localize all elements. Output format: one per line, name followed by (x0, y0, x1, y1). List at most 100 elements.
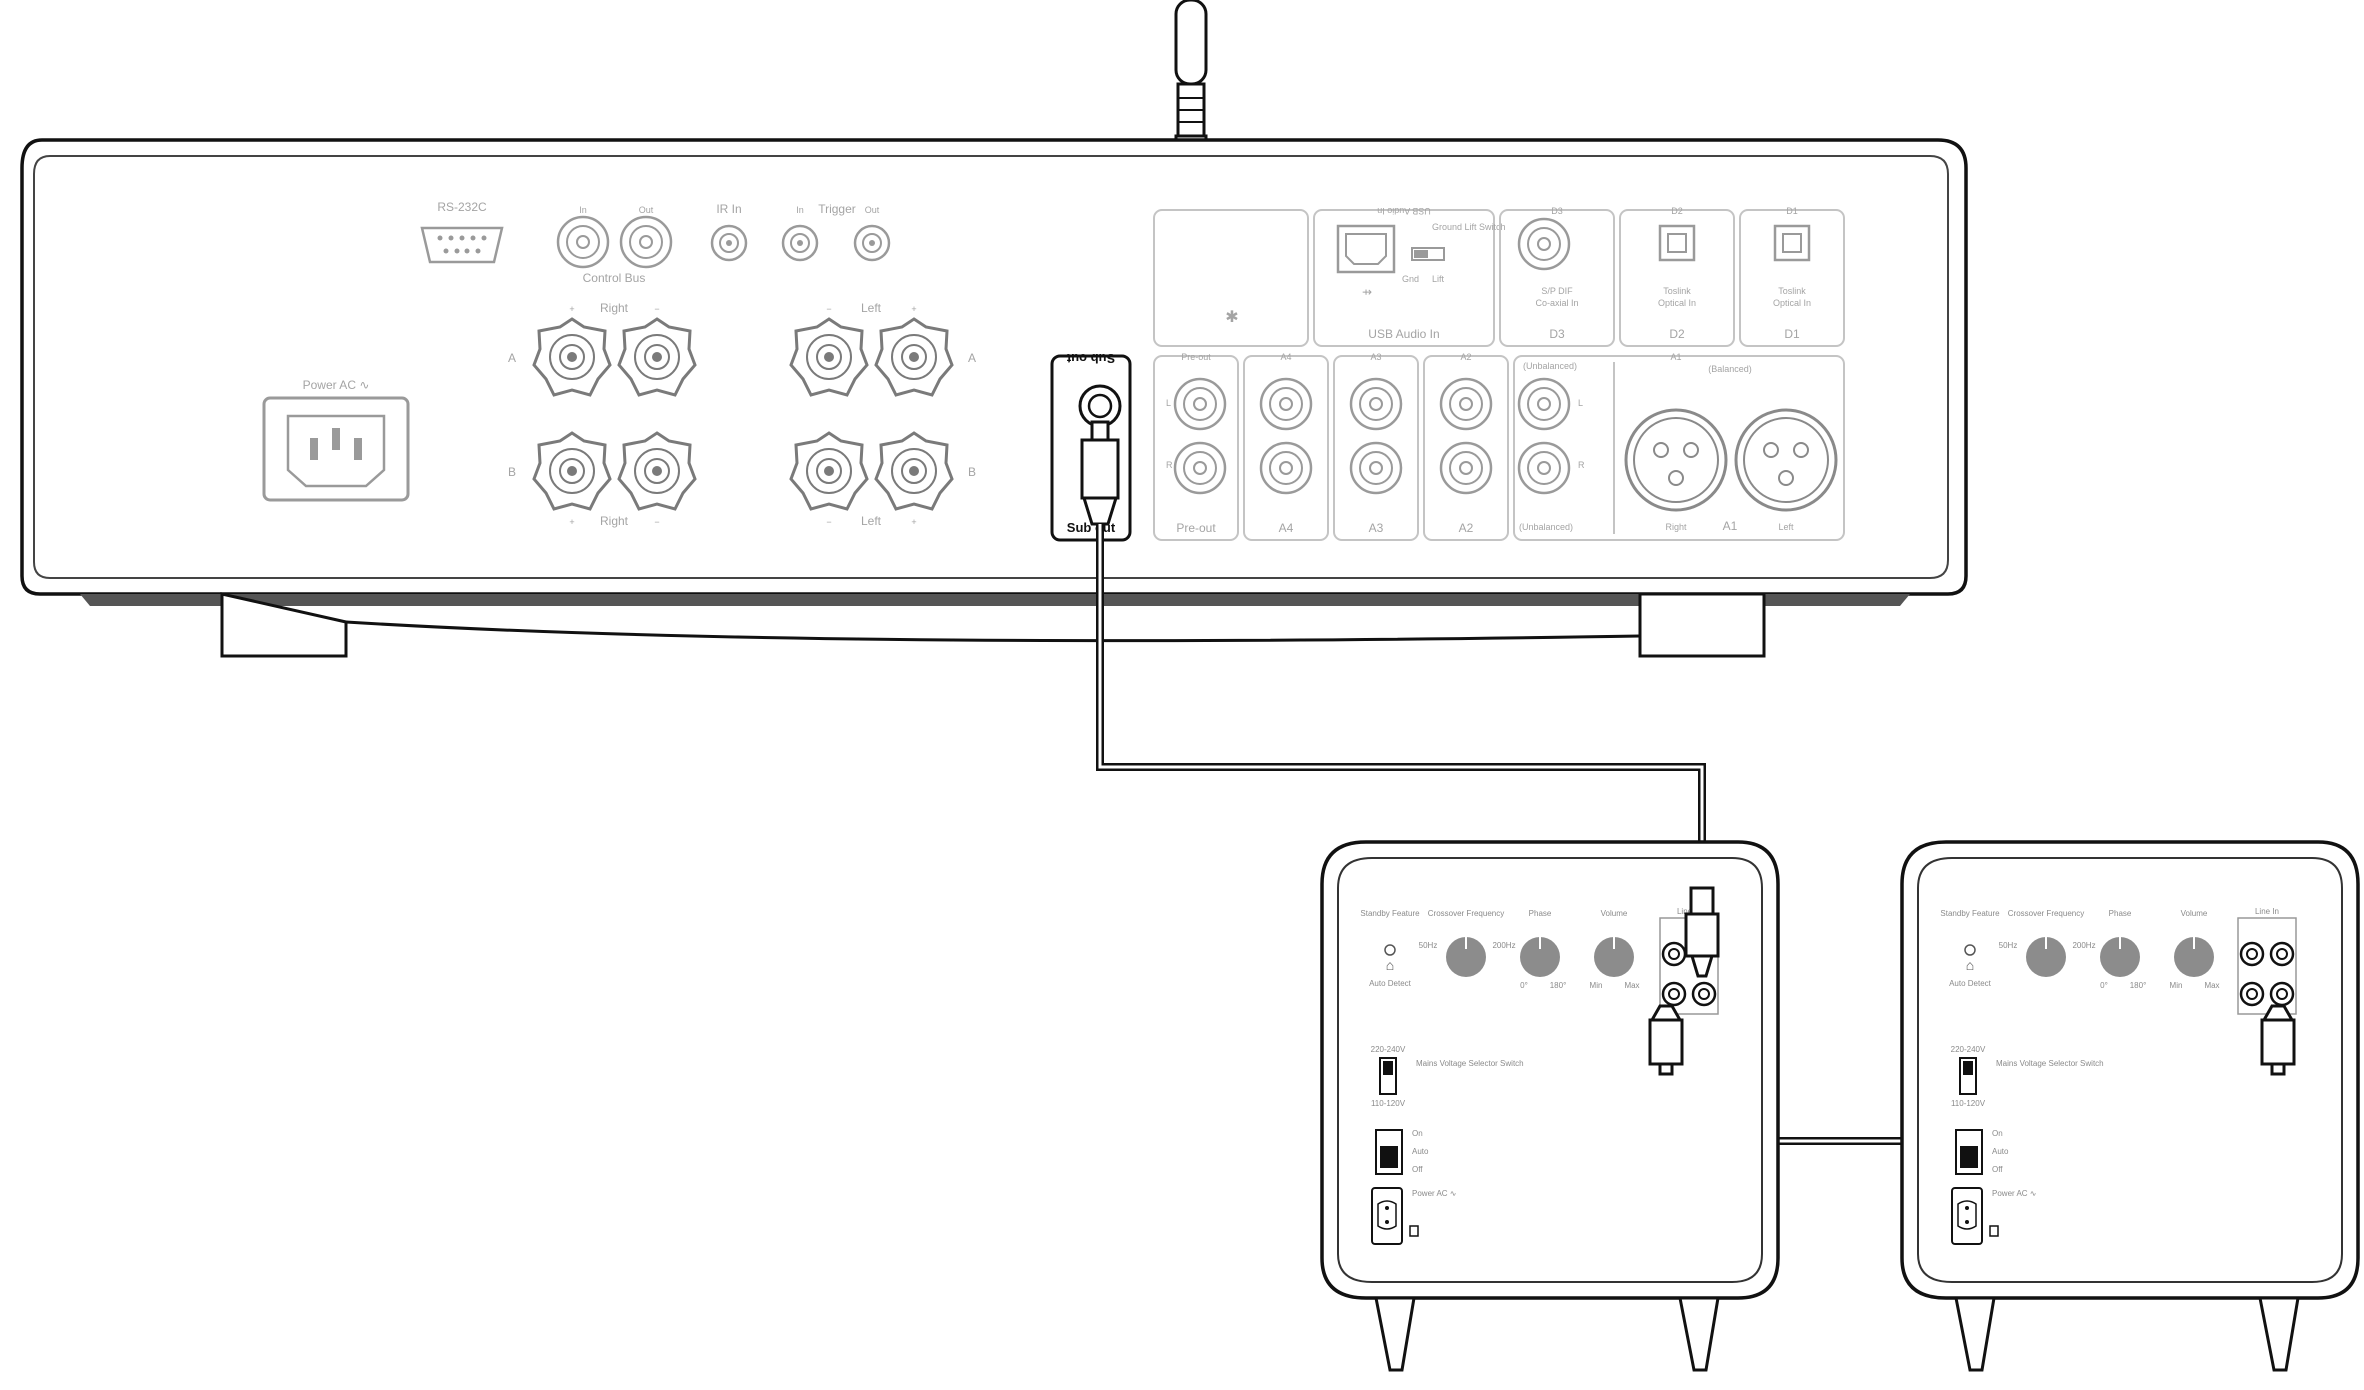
sub2-vol-min: Min (2170, 981, 2183, 990)
sub2-power-inlet[interactable] (1951, 1187, 1983, 1245)
sub2-line-in-left-jack-2[interactable] (2269, 941, 2295, 967)
sub2-line-in-right-jack[interactable] (2239, 981, 2265, 1007)
sub2-vol-max: Max (2204, 981, 2219, 990)
rs232-port[interactable] (420, 226, 504, 264)
a4-right-jack[interactable] (1259, 441, 1313, 495)
sub1-volume-knob[interactable] (1593, 936, 1635, 978)
usb-icon: ⇸ (1362, 285, 1372, 299)
ground-lift-label: Ground Lift Switch (1432, 222, 1506, 232)
sub1-off-label: Off (1412, 1165, 1423, 1174)
trigger-out-label: Out (865, 205, 880, 215)
sub2-line-in-left-jack[interactable] (2239, 941, 2265, 967)
trigger-in-jack[interactable] (781, 224, 819, 262)
speaker-left-label-bottom: Left (861, 514, 882, 528)
a4-label: A4 (1279, 521, 1294, 535)
d3-coaxial-jack[interactable] (1517, 217, 1571, 271)
sub1-line-out-jack[interactable] (1691, 981, 1717, 1007)
d2-footer: D2 (1669, 327, 1685, 341)
control-bus-in-jack[interactable] (556, 215, 610, 269)
a3-left-jack[interactable] (1349, 377, 1403, 431)
ir-in-label: IR In (716, 202, 741, 216)
control-bus-out-jack[interactable] (619, 215, 673, 269)
sub1-output-plug (1648, 1004, 1684, 1076)
a1-xlr-right[interactable] (1624, 408, 1728, 512)
sub-out-jack[interactable] (1078, 384, 1122, 428)
sub2-230v-label: 220-240V (1951, 1045, 1986, 1054)
a1-unbalanced-right-jack[interactable] (1517, 441, 1571, 495)
right-minus-label-bottom: − (654, 517, 659, 527)
preout-right-jack[interactable] (1173, 441, 1227, 495)
xlr-right-label: Right (1665, 522, 1687, 532)
sub1-line-in-right-jack[interactable] (1661, 981, 1687, 1007)
usb-audio-in-label: USB Audio In (1368, 327, 1439, 341)
a3-right-jack[interactable] (1349, 441, 1403, 495)
sub2-voltage-label: Mains Voltage Selector Switch (1996, 1059, 2104, 1068)
sub1-voltage-label: Mains Voltage Selector Switch (1416, 1059, 1524, 1068)
bluetooth-icon: ✱ (1225, 309, 1238, 326)
sub1-standby-label: Standby Feature (1360, 909, 1420, 918)
control-bus-in-label: In (579, 205, 587, 215)
d2-optical-port[interactable] (1658, 224, 1696, 262)
speaker-right-label-top: Right (600, 301, 629, 315)
usb-audio-section (1313, 209, 1495, 347)
a2-left-jack[interactable] (1439, 377, 1493, 431)
sub2-auto-label: Auto (1992, 1147, 2009, 1156)
a1-unbalanced-left-jack[interactable] (1517, 377, 1571, 431)
amplifier-rear-panel: RS-232C In Out Control Bus IR In In Trig… (20, 0, 1968, 658)
a2-section (1423, 355, 1509, 541)
trigger-out-jack[interactable] (853, 224, 891, 262)
sub1-crossover-knob[interactable] (1445, 936, 1487, 978)
amplifier-foot-right (1638, 592, 1766, 658)
a4-section (1243, 355, 1329, 541)
sub2-crossover-label: Crossover Frequency (2008, 909, 2084, 918)
sub1-freq-min: 50Hz (1419, 941, 1438, 950)
a1-l-label: L (1578, 398, 1583, 408)
left-minus-label: − (826, 304, 831, 314)
trigger-label: Trigger (818, 202, 856, 216)
lift-label: Lift (1432, 274, 1445, 284)
right-plus-label-bottom: + (569, 517, 574, 527)
ir-in-jack[interactable] (710, 224, 748, 262)
sub-cable-1 (1080, 420, 1706, 888)
sub2-freq-max: 200Hz (2072, 941, 2095, 950)
gnd-label: Gnd (1402, 274, 1419, 284)
speaker-b-label-left: B (968, 465, 976, 479)
sub2-standby-label: Standby Feature (1940, 909, 2000, 918)
sub2-phase-knob[interactable] (2099, 936, 2141, 978)
sub1-standby-led (1384, 944, 1396, 956)
sub1-power-inlet[interactable] (1371, 1187, 1403, 1245)
sub1-line-in-left-jack[interactable] (1661, 941, 1687, 967)
d1-optical-port[interactable] (1773, 224, 1811, 262)
speaker-a-label-right: A (508, 351, 516, 365)
preout-label: Pre-out (1176, 521, 1216, 535)
sub2-phase-180: 180° (2130, 981, 2147, 990)
preout-l-label: L (1166, 398, 1171, 408)
subwoofer-2: Standby Feature ⌂ Auto Detect Crossover … (1900, 840, 2360, 1372)
sub1-phase-180: 180° (1550, 981, 1567, 990)
speaker-a-label-left: A (968, 351, 976, 365)
right-minus-label: − (654, 304, 659, 314)
sub2-crossover-knob[interactable] (2025, 936, 2067, 978)
d3-footer: D3 (1549, 327, 1565, 341)
sub1-vol-max: Max (1624, 981, 1639, 990)
sub2-on-label: On (1992, 1129, 2003, 1138)
a4-left-jack[interactable] (1259, 377, 1313, 431)
sub2-power-label: Power AC ∿ (1992, 1189, 2037, 1198)
a1-xlr-left[interactable] (1734, 408, 1838, 512)
a1-unbalanced-label: (Unbalanced) (1519, 522, 1573, 532)
preout-left-jack[interactable] (1173, 377, 1227, 431)
xlr-left-label: Left (1778, 522, 1794, 532)
sub2-115v-label: 110-120V (1951, 1099, 1986, 1108)
sub1-auto-detect-icon: ⌂ (1386, 957, 1394, 973)
sub1-phase-knob[interactable] (1519, 936, 1561, 978)
sub1-230v-label: 220-240V (1371, 1045, 1406, 1054)
a2-label: A2 (1459, 521, 1474, 535)
a2-right-jack[interactable] (1439, 441, 1493, 495)
d1-label: Toslink (1778, 286, 1806, 296)
preout-r-label: R (1166, 460, 1173, 470)
sub2-volume-knob[interactable] (2173, 936, 2215, 978)
left-plus-label: + (911, 304, 916, 314)
sub2-line-out-jack[interactable] (2269, 981, 2295, 1007)
control-bus-label: Control Bus (583, 271, 646, 285)
